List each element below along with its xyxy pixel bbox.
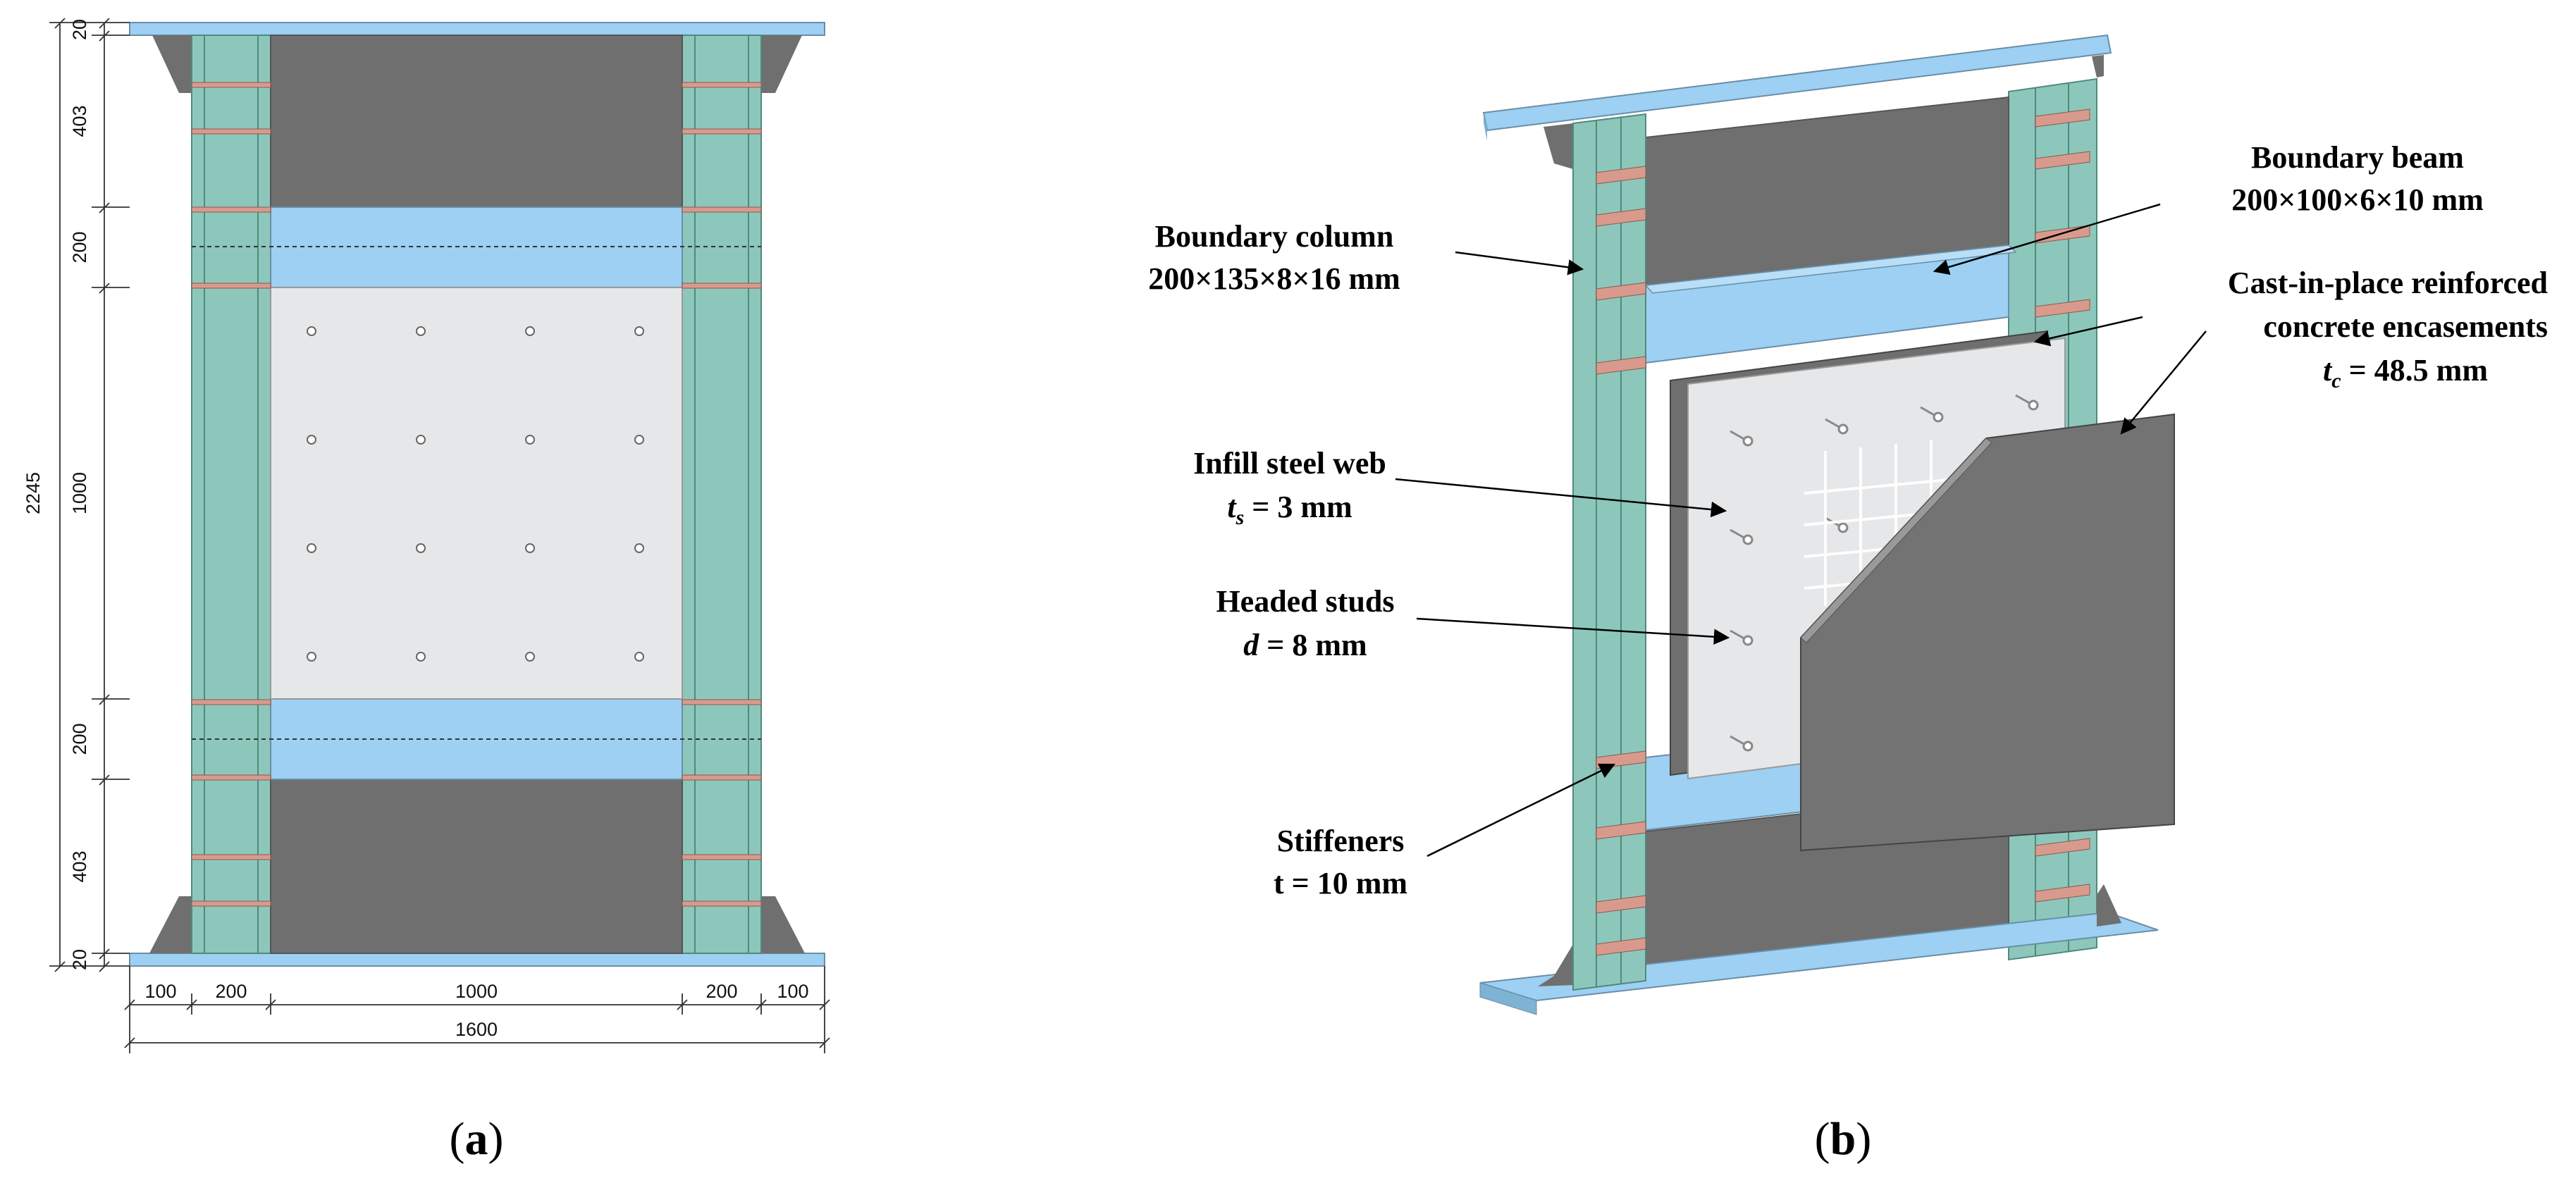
caption-a: (a): [450, 1113, 504, 1165]
panel-a-elevation: 20 403 200 1000 200 403 20 2245 100 200 …: [23, 18, 830, 1165]
dim-h-total: 1600: [455, 1019, 498, 1040]
dim-h-1000: 1000: [455, 981, 498, 1002]
label-boundary-column-size: 200×135×8×16 mm: [1148, 261, 1400, 296]
dim-v-200-top: 200: [69, 231, 90, 263]
dim-v-200-bottom: 200: [69, 723, 90, 755]
arrow-encasement-back: [2033, 316, 2143, 347]
dim-h-200-left: 200: [215, 981, 247, 1002]
gusset-bottom-right: [2097, 884, 2121, 927]
label-infill-web-name: Infill steel web: [1193, 446, 1386, 481]
arrow-infill-web: [1395, 478, 1727, 518]
gusset-top-right: [2092, 55, 2104, 78]
label-infill-web-thickness: ts = 3 mm: [1227, 490, 1352, 529]
dim-v-total: 2245: [23, 472, 44, 514]
vertical-dimensions: [49, 18, 130, 972]
arrow-boundary-column: [1455, 251, 1584, 275]
top-flange-plate: [129, 22, 825, 36]
label-boundary-column-name: Boundary column: [1155, 219, 1394, 254]
label-boundary-beam-name: Boundary beam: [2251, 140, 2464, 175]
gusset-bottom-left: [149, 896, 192, 953]
right-column: [682, 35, 762, 954]
left-column-stiffeners: [1596, 166, 1646, 956]
infill-web: [270, 287, 683, 700]
dim-v-1000: 1000: [69, 472, 90, 514]
gusset-top-left: [152, 35, 192, 93]
dim-v-20-bottom: 20: [69, 949, 90, 970]
dim-v-403-top: 403: [69, 105, 90, 137]
dim-v-20-top: 20: [69, 19, 90, 40]
upper-concrete-block: [270, 35, 683, 208]
gusset-bottom-left: [1538, 944, 1573, 986]
gusset-bottom-right: [761, 896, 805, 953]
headed-studs: [1730, 394, 2039, 752]
bottom-flange-plate: [129, 953, 825, 967]
column-stiffeners: [191, 82, 762, 907]
dim-h-200-right: 200: [705, 981, 737, 1002]
lower-concrete-block: [270, 779, 683, 954]
label-headed-studs-diameter: d = 8 mm: [1243, 628, 1367, 662]
dim-h-100-right: 100: [777, 981, 808, 1002]
label-encasement-line2: concrete encasements: [2263, 309, 2548, 344]
horizontal-dimensions: [124, 966, 830, 1053]
label-boundary-beam-size: 200×100×6×10 mm: [2231, 182, 2484, 217]
label-stiffeners-name: Stiffeners: [1277, 824, 1405, 858]
arrow-encasement-front: [2120, 330, 2207, 435]
label-headed-studs-name: Headed studs: [1216, 584, 1394, 619]
left-column: [1572, 113, 1646, 991]
arrow-headed-studs: [1416, 617, 1730, 645]
stud-grid: [307, 326, 644, 662]
arrow-boundary-beam: [1933, 203, 2161, 275]
arrow-stiffeners: [1426, 763, 1616, 857]
label-stiffeners-thickness: t = 10 mm: [1274, 866, 1407, 900]
leader-lines: [1395, 203, 2207, 857]
caption-b: (b): [1815, 1113, 1872, 1165]
left-column: [191, 35, 271, 954]
label-encasement-thickness: tc = 48.5 mm: [2323, 353, 2488, 392]
label-encasement-line1: Cast-in-place reinforced: [2228, 266, 2548, 300]
dim-h-100-left: 100: [144, 981, 176, 1002]
gusset-top-right: [761, 35, 802, 93]
dim-v-403-bottom: 403: [69, 850, 90, 882]
gusset-top-left: [1543, 123, 1573, 169]
panel-b-isometric: Boundary beam 200×100×6×10 mm Boundary c…: [1148, 34, 2548, 1165]
